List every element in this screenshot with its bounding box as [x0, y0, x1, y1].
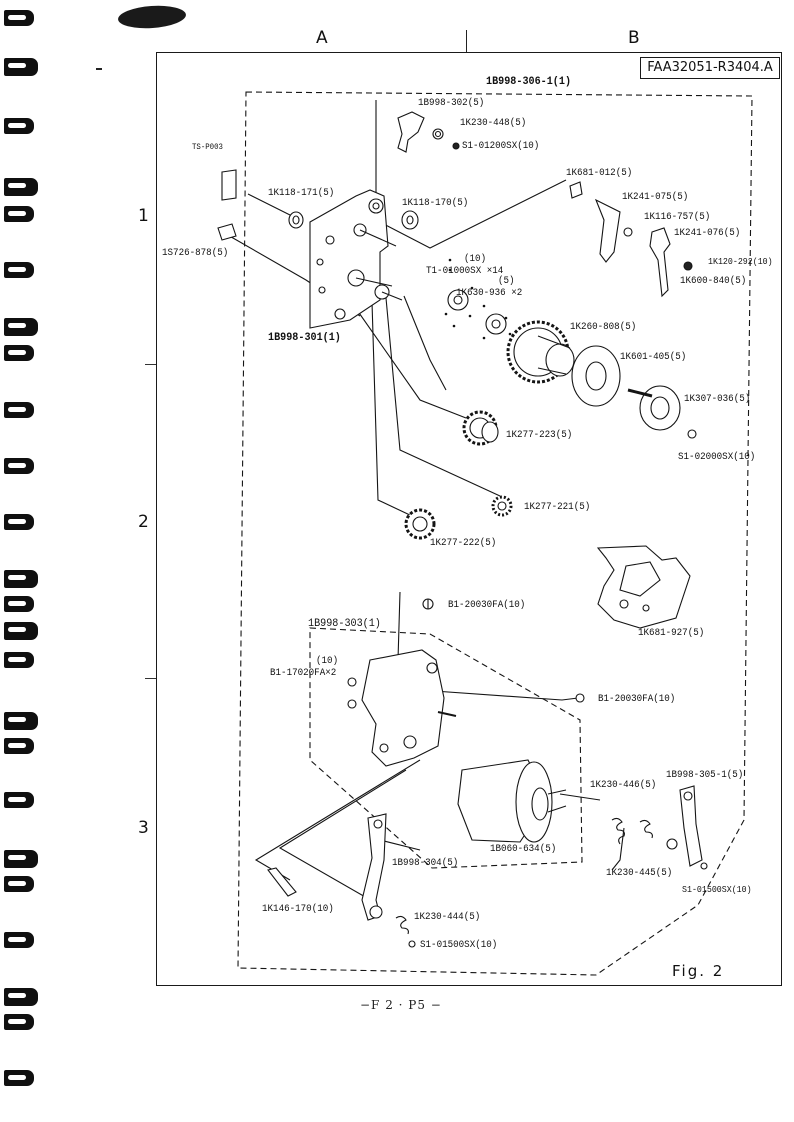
binding-ring [4, 345, 34, 361]
part-label: B1-17020FA×2 [270, 668, 337, 679]
binding-ring [4, 792, 34, 808]
part-label: T1-01000SX ×14 [426, 266, 504, 277]
part-label: 1K230-444(5) [414, 912, 481, 923]
part-label: S1-02000SX(10) [678, 452, 756, 463]
row-label-1: 1 [138, 206, 149, 226]
subassembly-plate-part [361, 649, 445, 767]
part-label: S1-01500SX(10) [682, 885, 752, 895]
part-label: 1K277-221(5) [524, 502, 591, 513]
part-label: 1K230-448(5) [460, 118, 527, 129]
binding-ring [4, 850, 38, 868]
binding-ring [4, 622, 38, 640]
part-label: 1K241-075(5) [622, 192, 689, 203]
part-label: 1K600-840(5) [680, 276, 747, 287]
part-label: 1K241-076(5) [674, 228, 741, 239]
part-label-main-assembly: 1B998-306-1(1) [486, 76, 572, 88]
binding-ring [4, 458, 34, 474]
part-label: S1-01200SX(10) [462, 141, 540, 152]
binding-ring [4, 58, 38, 76]
part-label: 1K118-170(5) [402, 198, 469, 209]
binding-ring [4, 932, 34, 948]
binding-ring [4, 262, 34, 278]
part-label: (5) [498, 276, 515, 287]
part-label: 1K681-012(5) [566, 168, 633, 179]
subassembly-boundary [309, 627, 583, 869]
part-label-subassembly: 1B998-303(1) [308, 618, 381, 630]
part-label: (10) [464, 254, 487, 265]
binding-ring [4, 1014, 34, 1030]
part-label: 1K277-223(5) [506, 430, 573, 441]
binding-ring [4, 206, 34, 222]
top-lever-part [397, 111, 425, 153]
binding-ring [4, 570, 38, 588]
page-number: −F 2 · P5 − [360, 998, 442, 1012]
column-label-b: B [628, 28, 640, 48]
part-label: 1S726-878(5) [162, 248, 229, 259]
figure-caption: Fig. 2 [672, 962, 725, 980]
binding-ring [4, 738, 34, 754]
column-divider-tick [466, 30, 467, 52]
figure-frame [156, 52, 782, 986]
part-label-motor: 1B060-634(5) [490, 844, 557, 855]
column-label-a: A [316, 28, 328, 48]
part-label: 1K146-170(10) [262, 904, 334, 915]
part-label: 1K118-171(5) [268, 188, 335, 199]
binding-ring [4, 118, 34, 134]
row-label-2: 2 [138, 512, 149, 532]
binding-ring [4, 178, 38, 196]
part-label: 1K307-036(5) [684, 394, 751, 405]
part-label: B1-20030FA(10) [598, 694, 676, 705]
binding-ring [4, 402, 34, 418]
part-label: 1K116-757(5) [644, 212, 711, 223]
part-label: 1K277-222(5) [430, 538, 497, 549]
binding-ring [4, 10, 34, 26]
part-label-frame-plate: 1B998-301(1) [268, 332, 341, 344]
part-label: 1B998-302(5) [418, 98, 485, 109]
row-divider-tick [145, 678, 157, 679]
row-label-3: 3 [138, 818, 149, 838]
ring-binding [0, 0, 40, 1122]
part-label: B1-20030FA(10) [448, 600, 526, 611]
binding-ring [4, 318, 38, 336]
part-label: 1K681-927(5) [638, 628, 705, 639]
margin-dash [96, 68, 102, 70]
part-label: 1K120-292(10) [708, 257, 773, 267]
part-label: 1B998-305-1(5) [666, 770, 744, 781]
binding-ring [4, 988, 38, 1006]
binding-ring [4, 514, 34, 530]
binding-ring [4, 652, 34, 668]
binding-ring [4, 876, 34, 892]
part-label: 1B998-304(5) [392, 858, 459, 869]
row-divider-tick [145, 364, 157, 365]
margin-note: TS-P003 [192, 143, 223, 152]
part-label: 1K601-405(5) [620, 352, 687, 363]
part-label: 1K630-936 ×2 [456, 288, 523, 299]
binding-ring [4, 596, 34, 612]
part-label: S1-01500SX(10) [420, 940, 498, 951]
part-label: (10) [316, 656, 339, 667]
part-label: 1K260-808(5) [570, 322, 637, 333]
binding-ring [4, 1070, 34, 1086]
holder-part [596, 545, 691, 629]
figure-code: FAA32051-R3404.A [640, 57, 780, 79]
part-label: 1K230-446(5) [590, 780, 657, 791]
binding-ring [4, 712, 38, 730]
frame-plate-part [309, 189, 389, 329]
part-label: 1K230-445(5) [606, 868, 673, 879]
